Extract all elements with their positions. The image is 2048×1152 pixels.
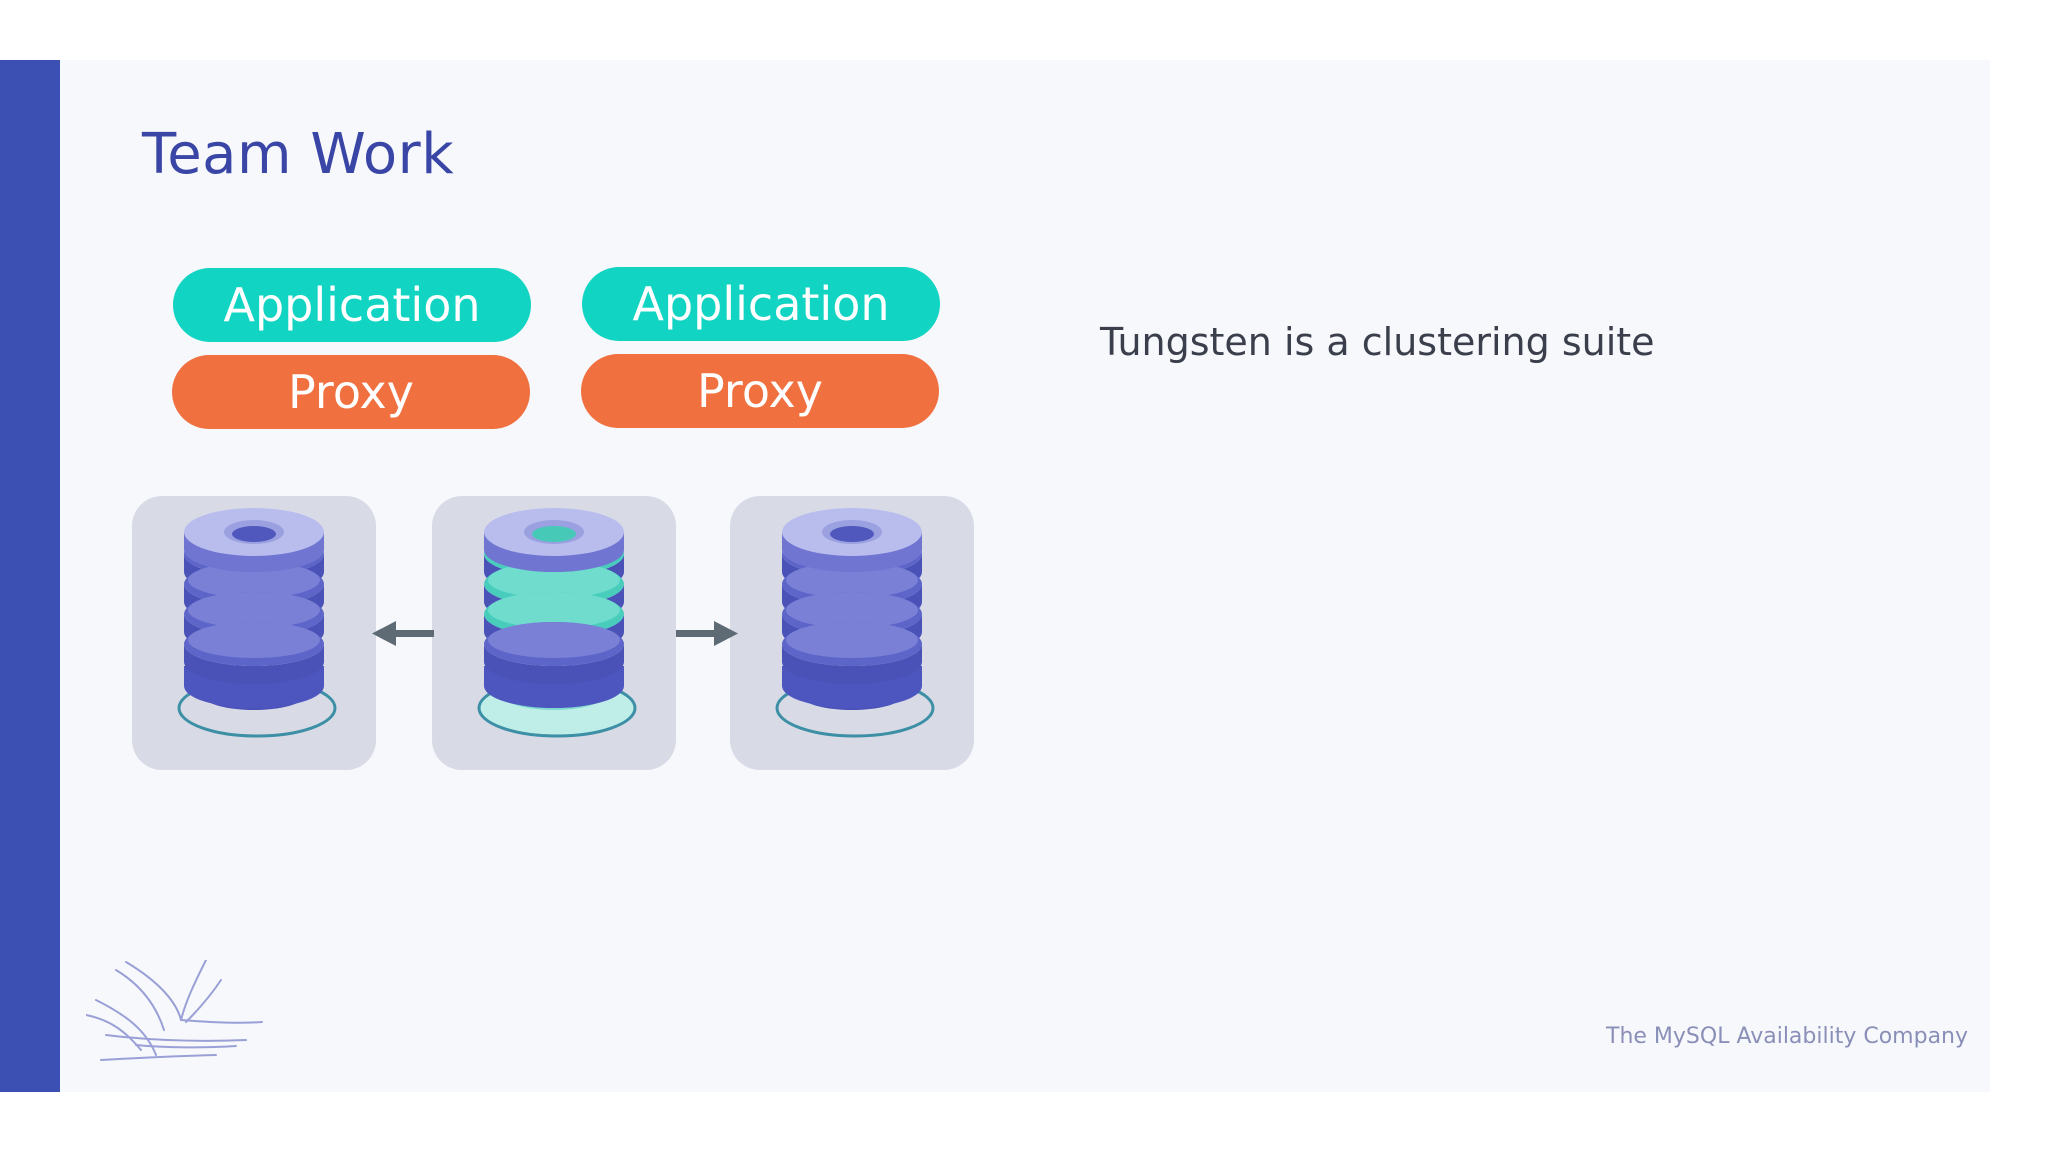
database-node-primary bbox=[432, 496, 676, 770]
arrow-left-icon bbox=[372, 621, 434, 646]
database-node-replica bbox=[132, 496, 376, 770]
proxy-pill: Proxy bbox=[172, 355, 530, 429]
database-icon bbox=[477, 508, 637, 738]
accent-bar bbox=[0, 60, 60, 1092]
slide-title: Team Work bbox=[142, 122, 455, 187]
database-icon bbox=[177, 508, 337, 738]
application-pill: Application bbox=[173, 268, 531, 342]
footer-tagline: The MySQL Availability Company bbox=[1606, 1024, 1969, 1049]
arrow-right-icon bbox=[676, 621, 738, 646]
database-node-replica bbox=[730, 496, 974, 770]
database-icon bbox=[775, 508, 935, 738]
proxy-pill: Proxy bbox=[581, 354, 939, 428]
bird-logo-icon bbox=[86, 960, 263, 1061]
application-pill: Application bbox=[582, 267, 940, 341]
slide-description: Tungsten is a clustering suite bbox=[1100, 320, 1655, 364]
